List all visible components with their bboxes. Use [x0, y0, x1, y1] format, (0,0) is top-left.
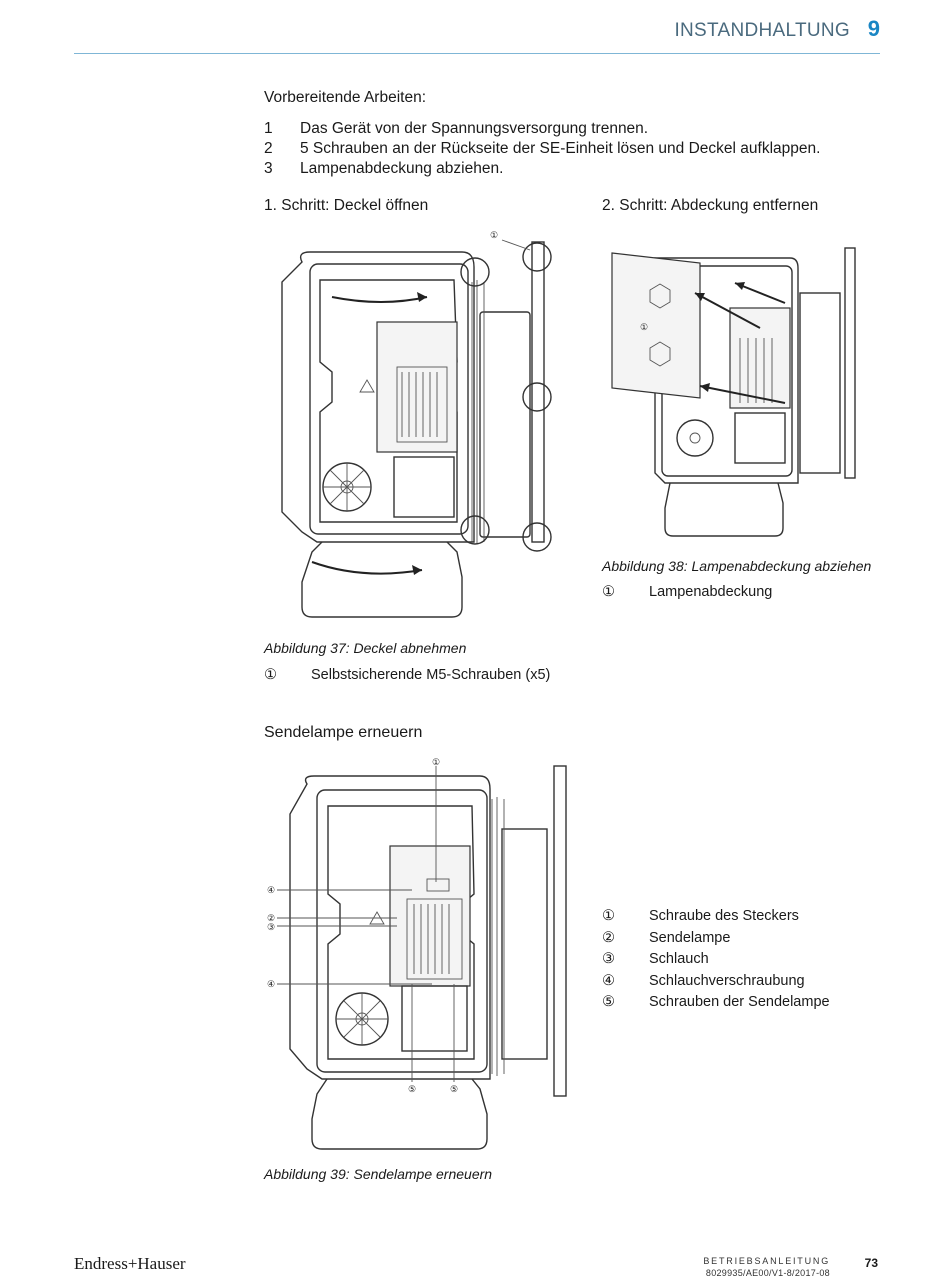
legend-text: Lampenabdeckung: [649, 584, 773, 600]
callout-2: ②: [267, 913, 275, 923]
prep-title-colon: :: [421, 89, 427, 106]
legend-item: ③ Schlauch: [602, 949, 830, 971]
legend-marker: ①: [264, 667, 277, 683]
brand-logo: Endress+Hauser: [74, 1254, 186, 1273]
prep-step: 2 5 Schrauben an der Rückseite der SE-Ein…: [264, 139, 820, 159]
figure-39-drawing: ① ② ③ ④ ④ ⑤ ⑤: [267, 757, 567, 1150]
figure-37-legend-item: ① Selbstsicherende M5-Schrauben (x5): [264, 667, 550, 683]
figure-38-drawing: ①: [611, 247, 856, 537]
figure-38-caption: Abbildung 38: Lampenabdeckung abziehen: [602, 558, 872, 574]
legend-text: Selbstsicherende M5-Schrauben (x5): [311, 667, 551, 683]
legend-item: ⑤ Schrauben der Sendelampe: [602, 992, 830, 1014]
figure-39-caption: Abbildung 39: Sendelampe erneuern: [264, 1166, 493, 1182]
step-text: Lampenabdeckung abziehen.: [300, 160, 504, 177]
section-heading: Sendelampe erneuern: [264, 724, 423, 741]
step-number: 3: [264, 160, 273, 177]
step-text: 5 Schrauben an der Rückseite der SE-Einh…: [300, 140, 821, 157]
step-number: 1: [264, 120, 273, 137]
callout-5-left: ⑤: [408, 1084, 416, 1094]
callout-4-lower: ④: [267, 979, 275, 989]
header-divider: [74, 53, 880, 54]
legend-marker: ④: [602, 972, 615, 989]
legend-marker: ②: [602, 929, 615, 946]
doc-type: BETRIEBSANLEITUNG: [703, 1256, 830, 1266]
figure-37-caption: Abbildung 37: Deckel abnehmen: [264, 640, 467, 656]
prep-step: 3 Lampenabdeckung abziehen.: [264, 159, 820, 179]
legend-marker: ⑤: [602, 994, 615, 1011]
legend-text: Sendelampe: [649, 929, 731, 946]
legend-marker: ③: [602, 951, 615, 968]
step-text: Das Gerät von der Spannungsversorgung tr…: [300, 120, 649, 137]
figure-38-legend-item: ① Lampenabdeckung: [602, 584, 772, 600]
callout-1: ①: [640, 322, 648, 332]
callout-4: ④: [267, 885, 275, 895]
legend-item: ① Schraube des Steckers: [602, 906, 830, 928]
callout-3: ③: [267, 922, 275, 932]
prep-title: Vorbereitende Arbeiten:: [264, 89, 426, 107]
legend-marker: ①: [602, 584, 615, 600]
legend-text: Schrauben der Sendelampe: [649, 994, 830, 1011]
doc-id: 8029935/AE00/V1-8/2017-08: [705, 1268, 830, 1278]
page-number: 73: [864, 1256, 878, 1270]
prep-title-text: Vorbereitende Arbeiten: [264, 89, 422, 106]
chapter-number: 9: [867, 16, 880, 41]
chapter-title: INSTANDHALTUNG: [674, 20, 850, 41]
prep-step: 1 Das Gerät von der Spannungsversorgung t…: [264, 119, 820, 139]
figure-37-drawing: ①: [281, 230, 552, 618]
callout-1: ①: [490, 230, 498, 240]
step2-heading: 2. Schritt: Abdeckung entfernen: [602, 197, 819, 214]
legend-item: ④ Schlauchverschraubung: [602, 971, 830, 993]
step1-heading: 1. Schritt: Deckel öffnen: [264, 197, 429, 214]
legend-text: Schlauch: [649, 951, 709, 968]
figure-39-legend: ① Schraube des Steckers ② Sendelampe ③ Schl…: [602, 906, 830, 1014]
callout-1: ①: [432, 757, 440, 767]
legend-text: Schraube des Steckers: [649, 908, 799, 924]
step-number: 2: [264, 140, 273, 157]
prep-steps: 1 Das Gerät von der Spannungsversorgung t…: [264, 119, 820, 179]
callout-5-right: ⑤: [450, 1084, 458, 1094]
legend-item: ② Sendelampe: [602, 928, 830, 950]
legend-marker: ①: [602, 908, 615, 924]
legend-text: Schlauchverschraubung: [649, 972, 805, 989]
